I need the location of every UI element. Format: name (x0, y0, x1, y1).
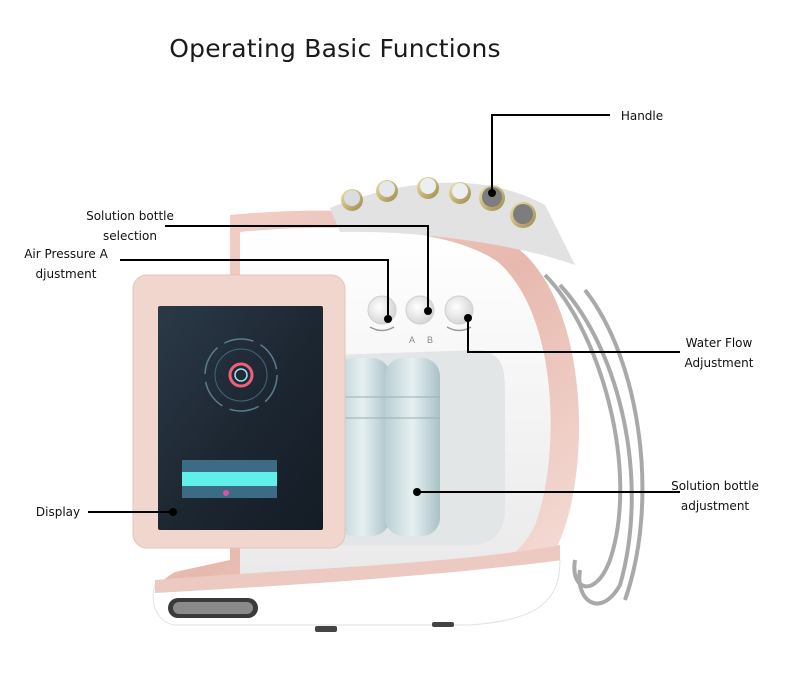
screen-ring (228, 362, 254, 388)
callout-display: Display (35, 505, 81, 519)
callout-handle: Handle (620, 109, 664, 123)
leader-water-flow (467, 318, 680, 353)
foot (432, 622, 454, 627)
knob-label-a: A (409, 335, 415, 345)
leader-solution-selection (165, 225, 429, 310)
callout-water-flow: Water Flow Adjustment (684, 336, 754, 370)
leader-dots (169, 189, 496, 516)
leader-air-pressure (120, 259, 389, 318)
handpieces (341, 177, 536, 228)
screen-progress-bar (182, 472, 277, 486)
page-title: Operating Basic Functions (169, 34, 501, 63)
callout-air-pressure: Air Pressure A djustment (24, 247, 108, 281)
foot (315, 626, 337, 632)
handle-cables (543, 273, 645, 606)
device-body (132, 177, 580, 632)
display-tablet (132, 274, 346, 549)
solution-bottles (335, 358, 440, 536)
callout-solution-bottle-adjustment: Solution bottle adjustment (671, 479, 759, 513)
knob-label-b: B (427, 335, 433, 345)
leader-lines (88, 114, 680, 513)
solution-bottle-b (385, 358, 440, 536)
solution-bottle-a (335, 358, 390, 536)
leader-handle (491, 114, 610, 192)
handle-rack (330, 177, 575, 265)
callout-solution-bottle-selection: Solution bottle selection (86, 209, 174, 243)
